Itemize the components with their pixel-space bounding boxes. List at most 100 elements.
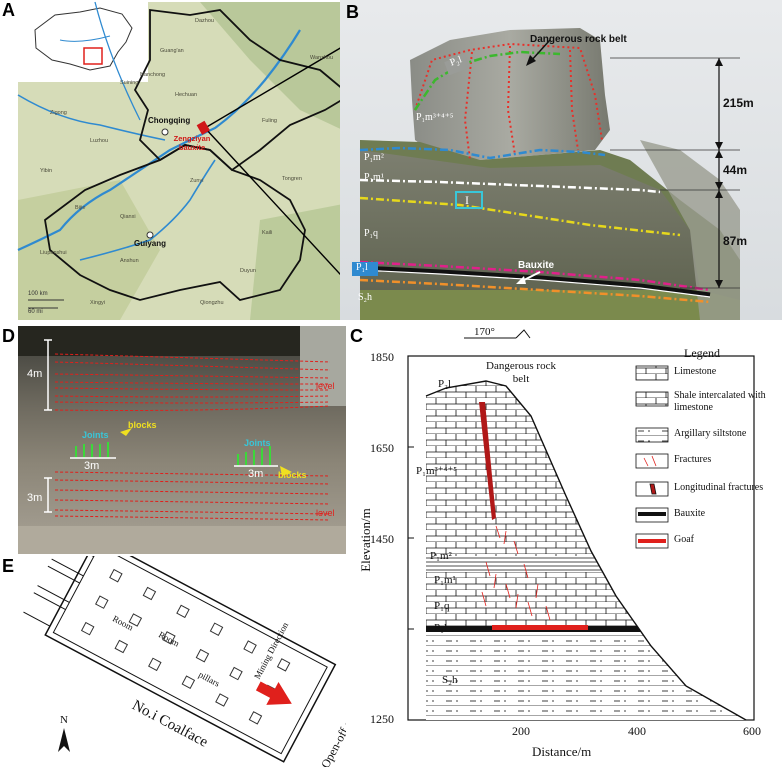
bauxite-band — [359, 265, 711, 298]
slope-profile — [425, 380, 747, 721]
dim-3m-right: 3m — [248, 468, 264, 480]
cliff-photo-svg — [340, 0, 782, 320]
fractures — [481, 525, 551, 621]
ytick-1450: 1450 — [370, 532, 394, 546]
town-label: Liupanshui — [40, 250, 67, 256]
legend-symbols — [635, 365, 669, 549]
panel-c-section: C 170° Dangerous rock belt Elevation/m D… — [346, 326, 782, 767]
legend-title: Legend — [684, 346, 720, 360]
cross-section-svg — [407, 329, 755, 721]
china-outline — [34, 7, 133, 71]
panel-a-label: A — [2, 0, 15, 20]
goaf-strip — [492, 625, 588, 630]
dim-3m-lower: 3m — [27, 492, 43, 504]
pillar — [162, 631, 176, 645]
unit-p2l: P₂l — [438, 378, 452, 390]
panel-e-plan: E N Room Room pillars Mining Direction N… — [0, 556, 346, 767]
pillar — [109, 568, 123, 583]
height-87: 87m — [723, 234, 748, 248]
pillar — [209, 622, 224, 636]
belt-label: Dangerous rock belt — [486, 360, 556, 385]
city-guiyang: Guiyang — [134, 239, 167, 248]
orientation-label: 170° — [474, 326, 495, 338]
outcrop-photo-svg — [18, 326, 346, 554]
legend-item-siltstone: Argillary siltstone — [674, 428, 747, 439]
legend-item-fractures: Fractures — [674, 454, 712, 465]
town-label: Duyun — [240, 268, 256, 274]
pillar — [80, 621, 95, 636]
legend-item-longitudinal: Longitudinal fractures — [674, 482, 764, 493]
blocks-label-left: blocks — [128, 420, 157, 430]
detail-box-i — [455, 191, 483, 209]
town-label: Dazhou — [195, 18, 214, 24]
pillar — [176, 604, 190, 619]
wu-river — [79, 159, 216, 261]
ytick-1250: 1250 — [370, 712, 394, 726]
town-label: Xingyi — [90, 300, 105, 306]
joints-label-left: Joints — [82, 430, 109, 440]
guizhou-boundary — [44, 144, 306, 301]
town-label: Nanchong — [140, 72, 166, 78]
inset-locator-box — [83, 47, 103, 65]
unit-s2h: S₂h — [442, 674, 458, 686]
stratum-p1m1: P₁m¹ — [364, 172, 384, 183]
level-label-upper: level — [316, 381, 335, 391]
panel-b-label: B — [346, 2, 359, 22]
longitudinal-fracture — [479, 402, 496, 520]
city-chongqing: Chongqing — [148, 116, 191, 125]
map-svg — [17, 1, 364, 320]
unit-p1m2: P₁m² — [430, 550, 452, 562]
xtick-200: 200 — [512, 724, 530, 738]
town-label: Kaili — [262, 230, 273, 236]
detail-box-label: I — [465, 193, 469, 207]
scale-km: 100 km — [28, 291, 48, 297]
xtick-600: 600 — [743, 724, 761, 738]
legend-item-goaf: Goaf — [674, 534, 694, 545]
bauxite-label: Bauxite — [518, 260, 555, 271]
pillar — [276, 658, 291, 672]
legend-item-limestone: Limestone — [674, 366, 717, 377]
mining-direction-arrow — [255, 681, 292, 705]
scale-mi: 60 mi — [28, 309, 43, 315]
pillar — [181, 675, 196, 689]
pillar — [248, 711, 263, 725]
xlabel: Distance/m — [532, 744, 592, 759]
town-label: Wanzhou — [310, 55, 334, 61]
panel-b-photo: B Dangerous rock belt 215m 44m 87m P₂l P… — [340, 0, 782, 320]
site-label: Zengziyan bauxite — [173, 134, 211, 152]
town-label: Yibin — [40, 168, 53, 174]
pillar — [114, 639, 129, 654]
mine-plan-svg — [23, 556, 337, 763]
town-label: Zunyi — [190, 178, 204, 184]
north-label: N — [60, 714, 68, 726]
pillar — [95, 595, 109, 609]
joints-left — [75, 442, 109, 458]
town-label: Qianxi — [120, 214, 136, 220]
p2l-boundary-line — [413, 50, 561, 111]
town-label: Qiongzhu — [200, 300, 224, 306]
town-label: Luzhou — [90, 138, 109, 144]
pillar — [215, 693, 229, 707]
town-label: Guang'an — [160, 48, 184, 54]
town-label: Hechuan — [175, 92, 198, 98]
stratum-s2h: S₂h — [358, 292, 373, 303]
joints-label-right: Joints — [244, 438, 271, 448]
unit-p1m345: P₁m³⁺⁴⁺⁵ — [416, 465, 458, 477]
upper-bedding-lines — [54, 353, 331, 411]
height-44: 44m — [723, 163, 748, 177]
dim-4m: 4m — [27, 368, 43, 380]
panel-e-label: E — [2, 556, 15, 576]
panel-c-label: C — [350, 326, 363, 346]
ytick-1850: 1850 — [370, 350, 394, 364]
stratum-p1m345: P₁m³⁺⁴⁺⁵ — [416, 112, 454, 123]
panel-d-photo: D 4m 3m 3m 3m Joints Joints blocks block… — [0, 326, 346, 554]
panel-a-map: A Chongqing Guiyang Zengziyan bauxite — [0, 0, 364, 320]
pillar — [195, 648, 210, 663]
joints-right — [237, 446, 271, 466]
pillar — [243, 640, 257, 654]
height-215: 215m — [723, 96, 754, 110]
pillar — [148, 657, 162, 672]
north-arrow-icon — [58, 728, 70, 752]
dangerous-belt-label: Dangerous rock belt — [530, 34, 627, 45]
unit-p1q: P₁q — [434, 600, 450, 612]
